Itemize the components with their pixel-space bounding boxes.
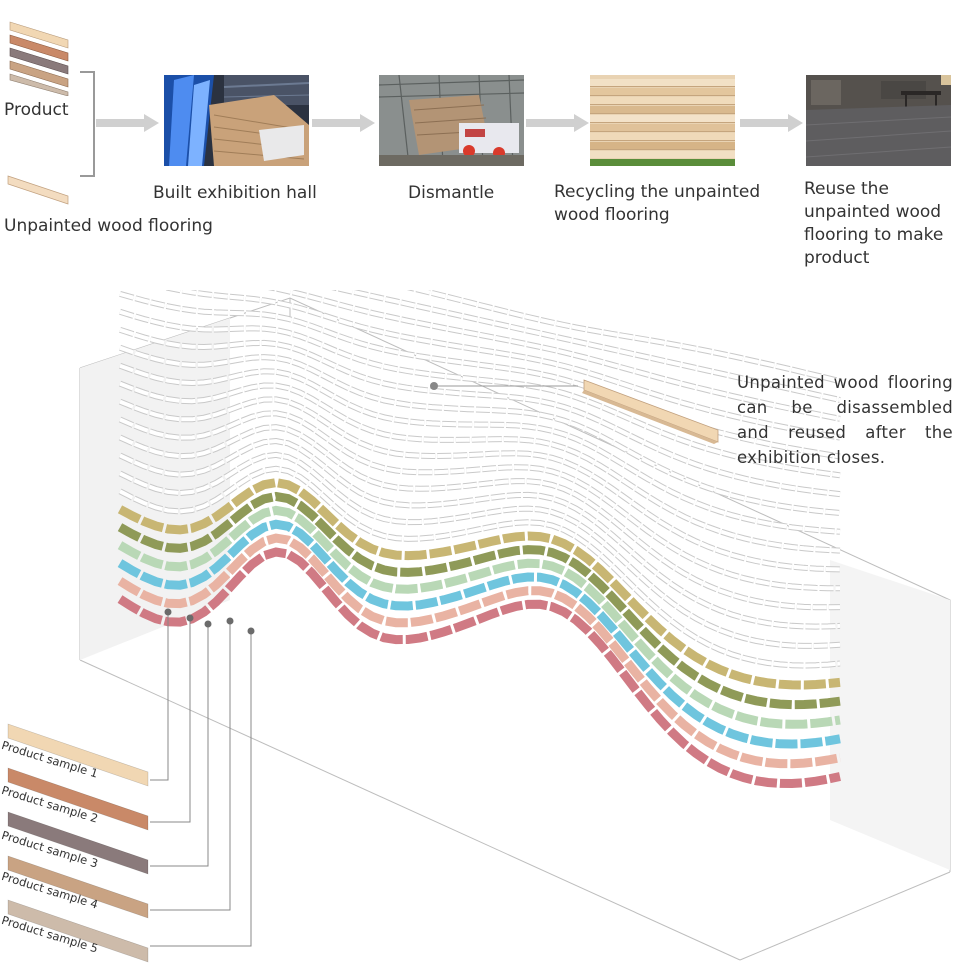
- sample-leader-dots: [164, 608, 255, 635]
- white-plank-row: [119, 291, 841, 459]
- white-plank-row: [119, 438, 841, 629]
- colored-plank-row: [117, 519, 841, 749]
- exhibition-hall-photo: [164, 75, 309, 166]
- unpainted-plank-icon: [4, 172, 70, 210]
- product-plank-1: [9, 21, 69, 49]
- reuse-photo: [806, 75, 951, 166]
- arrow-icon: [740, 113, 804, 133]
- unpainted-label: Unpainted wood flooring: [4, 216, 213, 236]
- colored-plank-row: [117, 478, 841, 690]
- white-plank-row: [119, 273, 841, 440]
- white-plank-row: [119, 452, 841, 648]
- sample-planks: [7, 723, 149, 963]
- group-bracket: [78, 70, 98, 182]
- colored-plank-row: [117, 533, 841, 769]
- arrow-icon: [96, 113, 160, 133]
- sample-plank-3: [7, 811, 149, 875]
- step-label-recycling: Recycling the unpainted wood flooring: [554, 182, 761, 225]
- sample-plank-4: [7, 855, 149, 919]
- colored-plank-row: [117, 547, 841, 789]
- step-label-reuse: Reuse the unpainted wood flooring to mak…: [804, 179, 944, 268]
- white-plank-row: [119, 327, 841, 497]
- sample-plank-2: [7, 767, 149, 831]
- white-plank-row: [119, 397, 841, 572]
- annotation-plank-icon: [582, 379, 719, 444]
- axonometric-diagram: [0, 219, 960, 971]
- white-plank-row: [119, 466, 841, 668]
- white-plank-row: [119, 381, 841, 553]
- sample-plank-5: [7, 899, 149, 963]
- white-plank-row: [119, 363, 841, 534]
- product-stack: [4, 18, 70, 97]
- product-plank-2: [9, 34, 69, 62]
- white-plank-row: [119, 345, 841, 515]
- colored-plank-bands: [117, 478, 841, 789]
- arrow-icon: [312, 113, 376, 133]
- annotation-text: Unpainted wood flooring can be disassemb…: [737, 373, 953, 467]
- sample-plank-1: [7, 723, 149, 787]
- white-plank-row: [119, 425, 841, 610]
- step-label-built: Built exhibition hall: [153, 183, 317, 203]
- sample-leaders: [150, 612, 252, 947]
- product-plank-3: [9, 47, 69, 75]
- dismantle-photo: [379, 75, 524, 166]
- right-wall: [830, 560, 950, 870]
- colored-plank-row: [117, 505, 841, 729]
- white-plank-row: [119, 309, 841, 478]
- product-label: Product: [4, 100, 69, 120]
- colored-plank-row: [117, 491, 841, 710]
- product-plank-4: [9, 60, 69, 88]
- annotation-leader: [430, 382, 578, 390]
- white-plank-row: [119, 411, 840, 591]
- step-label-dismantle: Dismantle: [408, 183, 495, 203]
- recycling-photo: [590, 75, 735, 166]
- arrow-icon: [526, 113, 590, 133]
